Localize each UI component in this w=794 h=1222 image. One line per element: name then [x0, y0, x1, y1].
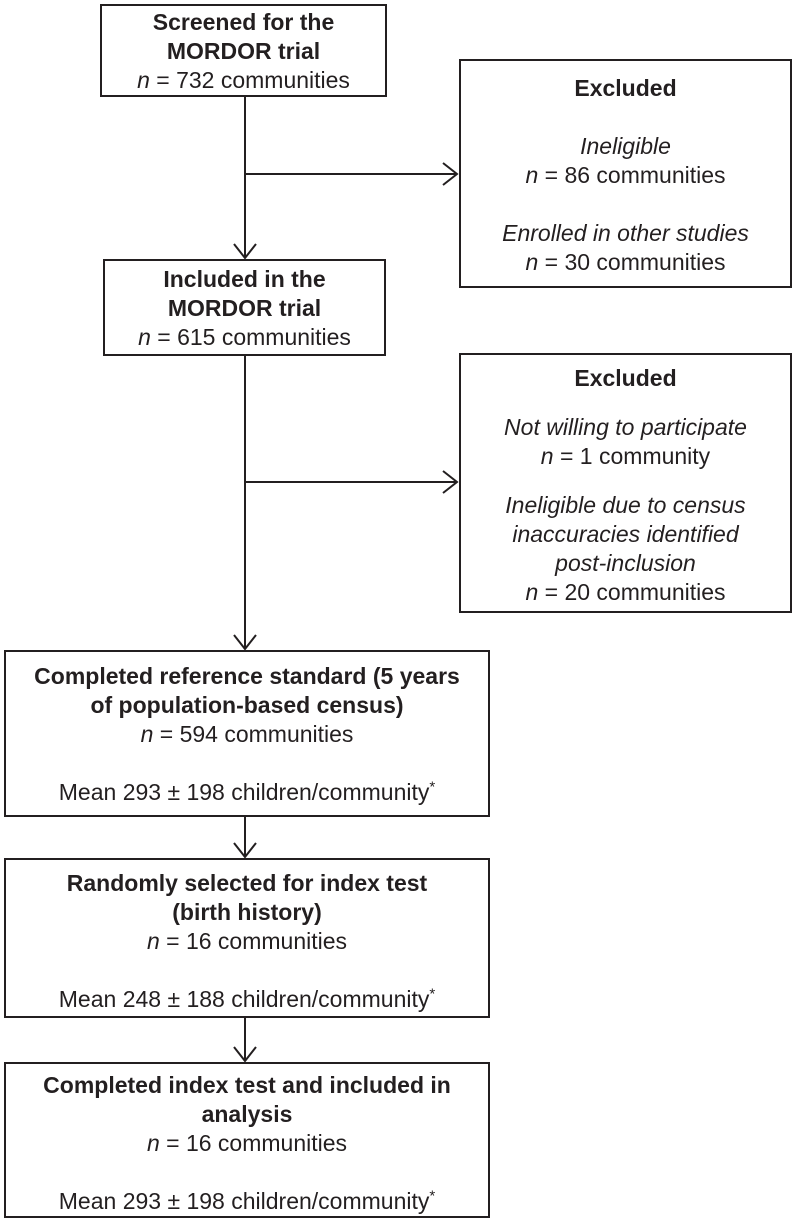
box-count: n = 16 communities	[6, 927, 488, 956]
box-reference-standard: Completed reference standard (5 years of…	[4, 650, 490, 817]
footnote-asterisk: *	[429, 778, 436, 796]
box-count: n = 732 communities	[102, 66, 385, 95]
n-value: = 16 communities	[159, 928, 348, 954]
excluded-reason-line: Enrolled in other studies	[502, 220, 749, 246]
excluded-reason-line: Ineligible due to census	[505, 492, 746, 518]
box-title: Randomly selected for index test (birth …	[6, 869, 488, 927]
box-excluded-2: Excluded Not willing to participate n = …	[459, 353, 792, 613]
box-index-completed: Completed index test and included in ana…	[4, 1062, 490, 1218]
box-count: n = 16 communities	[6, 1129, 488, 1158]
box-title: Included in the MORDOR trial	[105, 265, 384, 323]
box-title: Completed reference standard (5 years of…	[6, 662, 488, 720]
box-title-line: MORDOR trial	[167, 295, 322, 321]
box-title-line: Completed index test and included in	[43, 1072, 451, 1098]
excluded-item: Not willing to participate n = 1 communi…	[461, 413, 790, 471]
mean-text: Mean 293 ± 198 children/community	[58, 1188, 430, 1214]
box-count: n = 594 communities	[6, 720, 488, 749]
arrowhead-right-1	[442, 162, 459, 186]
excluded-reason-line: post-inclusion	[555, 550, 696, 576]
arrowhead-down-1	[233, 243, 257, 260]
box-included: Included in the MORDOR trial n = 615 com…	[103, 259, 386, 356]
box-title-line: analysis	[201, 1101, 293, 1127]
n-value: = 20 communities	[538, 579, 726, 605]
n-symbol: n	[138, 324, 151, 350]
footnote-asterisk: *	[429, 1187, 436, 1205]
n-symbol: n	[137, 67, 150, 93]
n-value: = 615 communities	[150, 324, 351, 350]
n-value: = 16 communities	[159, 1130, 348, 1156]
excluded-count: n = 20 communities	[461, 578, 790, 607]
excluded-reason-line: inaccuracies identified	[512, 521, 739, 547]
box-mean-stat: Mean 293 ± 198 children/community*	[6, 1187, 488, 1216]
mean-text: Mean 248 ± 188 children/community	[58, 986, 430, 1012]
excluded-count: n = 30 communities	[461, 248, 790, 277]
arrowhead-down-3	[233, 842, 257, 859]
box-mean-stat: Mean 248 ± 188 children/community*	[6, 985, 488, 1014]
excluded-heading: Excluded	[574, 75, 677, 101]
n-symbol: n	[146, 1130, 160, 1156]
excluded-item: Ineligible due to census inaccuracies id…	[461, 491, 790, 607]
excluded-reason-line: Not willing to participate	[504, 414, 747, 440]
n-value: = 1 community	[553, 443, 711, 469]
excluded-heading: Excluded	[574, 365, 677, 391]
n-symbol: n	[525, 162, 539, 188]
n-value: = 732 communities	[149, 67, 350, 93]
box-title-line: of population-based census)	[90, 692, 404, 718]
box-title: Completed index test and included in ana…	[6, 1071, 488, 1129]
excluded-count: n = 1 community	[461, 442, 790, 471]
n-symbol: n	[525, 249, 539, 275]
box-mean-stat: Mean 293 ± 198 children/community*	[6, 778, 488, 807]
box-title-line: Included in the	[163, 266, 326, 292]
arrowhead-down-4	[233, 1046, 257, 1063]
n-value: = 30 communities	[538, 249, 726, 275]
arrowhead-right-2	[442, 470, 459, 494]
footnote-asterisk: *	[429, 985, 436, 1003]
mean-text: Mean 293 ± 198 children/community	[58, 779, 430, 805]
excluded-item: Ineligible n = 86 communities	[461, 132, 790, 190]
arrowhead-down-2	[233, 634, 257, 651]
n-symbol: n	[525, 579, 539, 605]
n-symbol: n	[146, 928, 160, 954]
box-title-line: MORDOR trial	[166, 38, 321, 64]
n-value: = 86 communities	[538, 162, 726, 188]
n-value: = 594 communities	[153, 721, 354, 747]
box-count: n = 615 communities	[105, 323, 384, 352]
box-title-line: Screened for the	[152, 9, 335, 35]
box-title-line: Completed reference standard (5 years	[34, 663, 460, 689]
box-screened: Screened for the MORDOR trial n = 732 co…	[100, 4, 387, 97]
n-symbol: n	[140, 721, 154, 747]
excluded-item: Enrolled in other studies n = 30 communi…	[461, 219, 790, 277]
excluded-count: n = 86 communities	[461, 161, 790, 190]
box-index-selected: Randomly selected for index test (birth …	[4, 858, 490, 1018]
excluded-reason-line: Ineligible	[580, 133, 671, 159]
box-title: Screened for the MORDOR trial	[102, 8, 385, 66]
n-symbol: n	[540, 443, 554, 469]
box-excluded-1: Excluded Ineligible n = 86 communities E…	[459, 59, 792, 288]
box-title-line: (birth history)	[172, 899, 322, 925]
box-title-line: Randomly selected for index test	[66, 870, 428, 896]
